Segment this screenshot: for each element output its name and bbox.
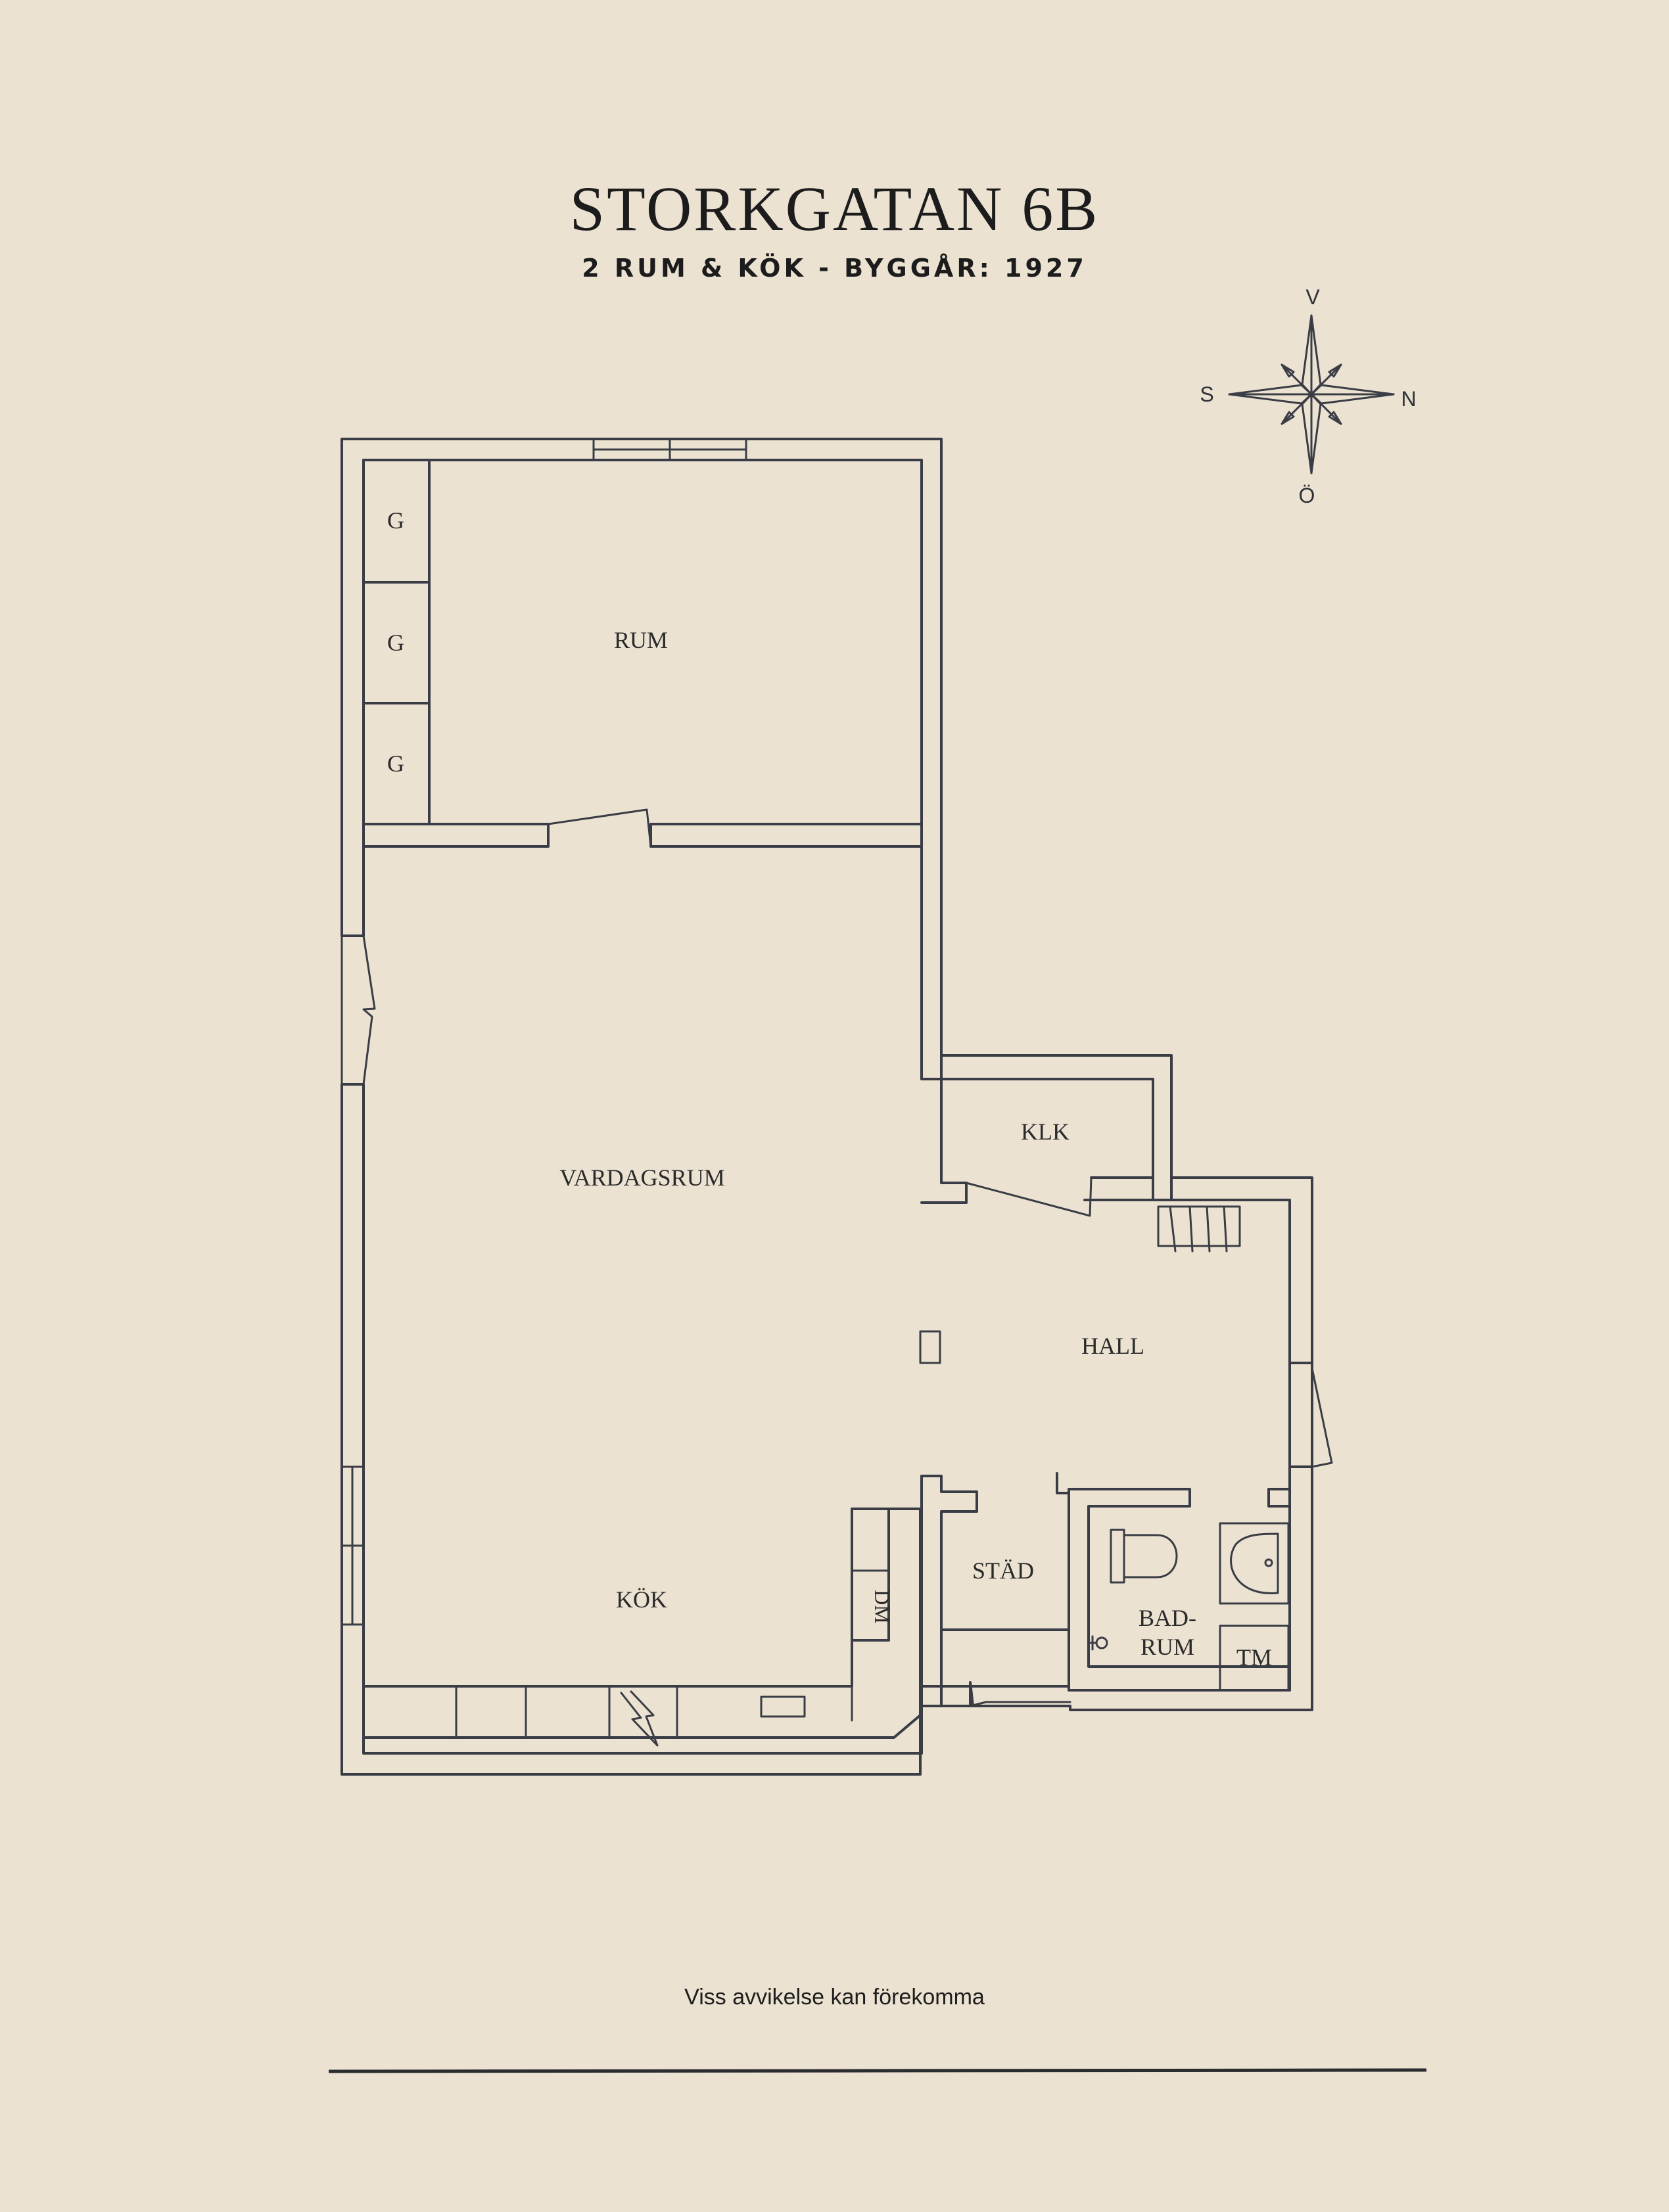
bottom-rule (328, 2068, 1427, 2073)
room-label-kok: KÖK (616, 1586, 667, 1613)
compass-rose-icon: V S N Ö (1200, 285, 1416, 507)
compass-label-bottom: Ö (1299, 484, 1315, 507)
disclaimer-text: Viss avvikelse kan förekomma (684, 1985, 985, 2010)
room-label-stad: STÄD (972, 1557, 1034, 1584)
washbasin-icon (1219, 1522, 1290, 1605)
room-hall: HALL (919, 1205, 1333, 1468)
room-label-tm: TM (1236, 1644, 1272, 1671)
window-top (592, 438, 747, 461)
room-label-badrum-line1: BAD- (1139, 1605, 1196, 1631)
window-kitchen-left (341, 1465, 365, 1626)
room-label-dm: DM (870, 1590, 894, 1624)
room-label-rum: RUM (614, 627, 668, 653)
shower-icon (1087, 1635, 1108, 1651)
balcony-door (341, 934, 376, 1086)
sink-icon (760, 1695, 806, 1718)
room-vardagsrum: VARDAGSRUM (559, 1164, 724, 1191)
room-kok: DM KÖK (362, 1508, 922, 1747)
entrance-niche (940, 1628, 1071, 1707)
page-title: STORKGATAN 6B (569, 173, 1100, 244)
coat-rack-icon (1157, 1205, 1241, 1247)
page-subtitle: 2 RUM & KÖK - BYGGÅR: 1927 (582, 254, 1087, 283)
room-label-vardagsrum: VARDAGSRUM (559, 1164, 724, 1191)
compass-label-left: S (1200, 382, 1213, 406)
room-klk: KLK (920, 1054, 1173, 1217)
room-label-closet-2: G (387, 630, 404, 656)
toilet-icon (1110, 1529, 1178, 1584)
room-rum: G G G RUM (362, 459, 923, 848)
room-stad: STÄD (920, 1472, 1070, 1755)
electric-box-icon (919, 1330, 941, 1364)
room-label-hall: HALL (1081, 1333, 1144, 1359)
room-label-klk: KLK (1021, 1118, 1070, 1145)
compass-label-top: V (1305, 285, 1320, 309)
room-label-closet-3: G (387, 750, 404, 777)
compass-label-right: N (1401, 387, 1416, 411)
room-badrum: TM BAD- RUM (1068, 1488, 1291, 1692)
room-label-closet-1: G (387, 507, 404, 534)
stove-icon (620, 1690, 659, 1747)
front-door (1311, 1367, 1333, 1468)
room-label-badrum-line2: RUM (1140, 1634, 1194, 1660)
